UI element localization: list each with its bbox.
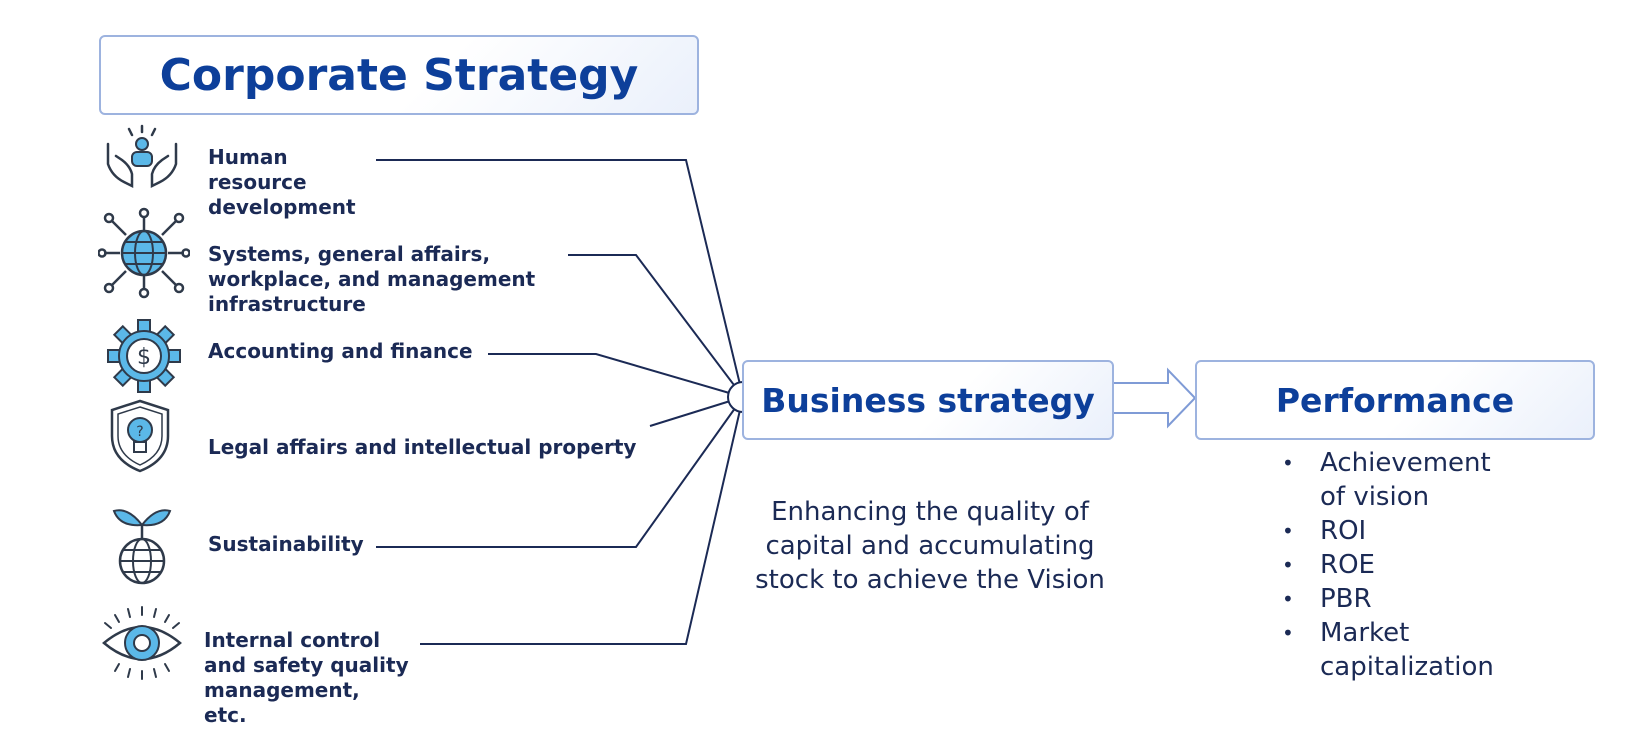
function-label-internal: Internal control and safety quality mana…: [204, 628, 409, 727]
connector-systems: [568, 254, 744, 398]
function-label-systems: Systems, general affairs, workplace, and…: [208, 242, 536, 316]
helping-hands-person-icon: [102, 124, 182, 194]
eye-icon: [100, 605, 184, 685]
performance-item: PBR: [1270, 582, 1590, 616]
performance-item: Market capitalization: [1270, 616, 1590, 684]
globe-network-icon: [97, 207, 191, 303]
business-strategy-box: Business strategy: [742, 360, 1114, 440]
svg-text:?: ?: [136, 424, 143, 440]
function-label-sustainability: Sustainability: [208, 532, 364, 556]
connector-accounting: [488, 353, 744, 398]
connector-internal: [420, 396, 744, 645]
function-label-accounting: Accounting and finance: [208, 339, 473, 363]
performance-list: Achievement of vision ROI ROE PBR Market…: [1270, 446, 1590, 684]
performance-item: ROI: [1270, 514, 1590, 548]
corporate-strategy-title: Corporate Strategy: [99, 35, 699, 115]
connector-legal: [649, 396, 744, 427]
function-label-legal: Legal affairs and intellectual property: [208, 435, 637, 459]
globe-sprout-icon: [110, 505, 174, 589]
shield-lightbulb-icon: ?: [108, 398, 172, 478]
function-label-hr: Human resource development: [208, 145, 356, 219]
performance-item: ROE: [1270, 548, 1590, 582]
performance-item: Achievement of vision: [1270, 446, 1590, 514]
arrow-icon: [1114, 367, 1197, 429]
business-strategy-description: Enhancing the quality of capital and acc…: [755, 497, 1105, 595]
gear-dollar-icon: $: [106, 318, 182, 398]
connector-sustainability: [376, 396, 744, 548]
svg-text:$: $: [137, 345, 151, 370]
performance-box: Performance: [1195, 360, 1595, 440]
connector-hr: [376, 159, 744, 398]
